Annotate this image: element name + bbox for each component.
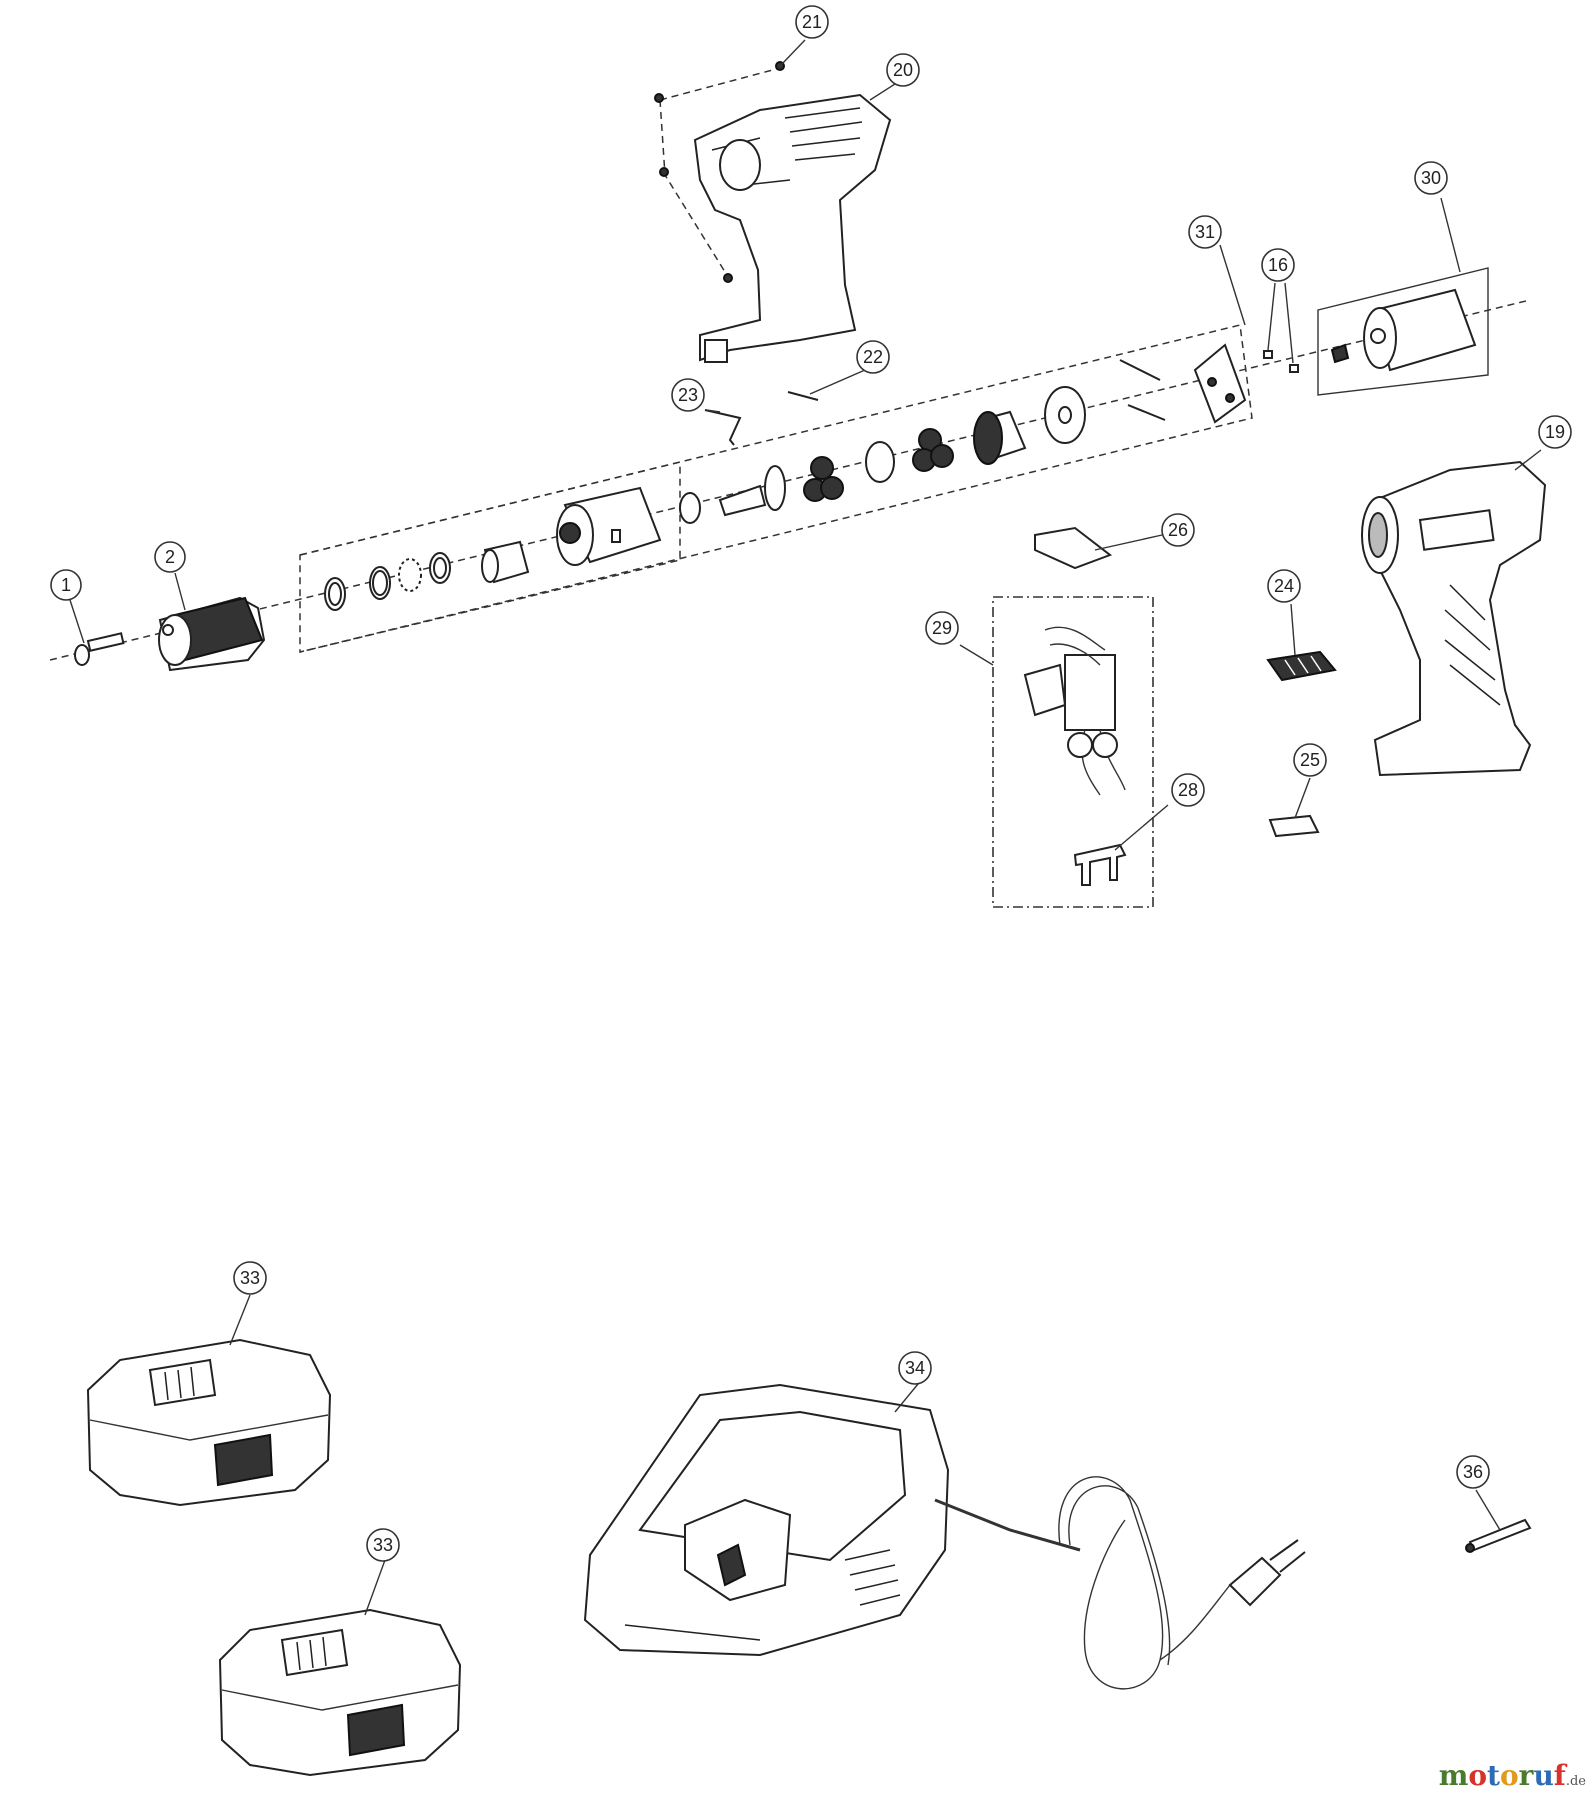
part-22-spring-pin <box>787 391 819 401</box>
gearbox-housing <box>556 486 662 566</box>
part-26-direction-switch <box>1034 526 1113 570</box>
callout-number: 21 <box>802 12 822 32</box>
part-30-motor <box>1330 288 1477 372</box>
callout-number: 23 <box>678 385 698 405</box>
callout-number: 2 <box>165 547 175 567</box>
callout-26: 26 <box>1161 513 1195 547</box>
leader-lines <box>69 39 1542 1616</box>
part-23-clip <box>704 409 742 446</box>
callout-30: 30 <box>1414 161 1448 195</box>
callout-number: 26 <box>1168 520 1188 540</box>
callout-number: 20 <box>893 60 913 80</box>
part-28-bracket <box>1073 843 1127 886</box>
watermark-letter: o <box>1468 1759 1488 1792</box>
part-2-keyless-chuck <box>158 596 266 672</box>
callout-20: 20 <box>886 53 920 87</box>
callout-36: 36 <box>1456 1455 1490 1489</box>
callout-number: 34 <box>905 1358 925 1378</box>
watermark-letter: m <box>1438 1759 1469 1792</box>
motor-group-outline <box>1317 267 1489 396</box>
watermark-letter: t <box>1487 1759 1500 1792</box>
motoruf-watermark-logo: motoruf.de <box>1439 1759 1586 1792</box>
part-16-screws <box>1263 350 1299 373</box>
part-33-battery-lower <box>218 1608 462 1777</box>
watermark-letter: o <box>1499 1759 1519 1792</box>
part-31-mounting-plate <box>1119 343 1247 424</box>
watermark-suffix: .de <box>1565 1774 1586 1789</box>
callout-number: 33 <box>373 1535 393 1555</box>
part-33-battery-upper <box>86 1338 332 1507</box>
callout-33-upper: 33 <box>233 1261 267 1295</box>
part-34-charger <box>583 1383 950 1657</box>
watermark-letter: r <box>1518 1759 1534 1792</box>
part-29-trigger-switch <box>1023 626 1126 796</box>
part-1-chuck-screw <box>74 632 125 666</box>
callout-23: 23 <box>671 378 705 412</box>
callout-25: 25 <box>1293 743 1327 777</box>
callout-1: 1 <box>50 569 82 601</box>
callout-31: 31 <box>1188 215 1222 249</box>
watermark-letter: f <box>1553 1759 1566 1792</box>
callout-number: 31 <box>1195 222 1215 242</box>
part-19-housing-assembled <box>1361 460 1547 777</box>
callout-21: 21 <box>795 5 829 39</box>
callout-number: 1 <box>61 575 71 595</box>
part-24-rubber-pad <box>1266 650 1337 682</box>
part-25-label <box>1268 814 1320 838</box>
callout-number: 28 <box>1178 780 1198 800</box>
callout-number: 30 <box>1421 168 1441 188</box>
part-20-housing-half <box>693 93 892 363</box>
gear-assembly-outline <box>299 324 1253 653</box>
callout-16: 16 <box>1261 248 1295 282</box>
callout-number: 22 <box>863 347 883 367</box>
callout-number: 33 <box>240 1268 260 1288</box>
callout-number: 19 <box>1545 422 1565 442</box>
main-assembly-axis <box>49 299 1531 661</box>
spindle-parts <box>679 386 1086 524</box>
callout-22: 22 <box>856 340 890 374</box>
callout-number: 16 <box>1268 255 1288 275</box>
callout-19: 19 <box>1538 415 1572 449</box>
gearbox-rings <box>324 540 530 611</box>
callout-24: 24 <box>1267 569 1301 603</box>
callout-number: 25 <box>1300 750 1320 770</box>
callout-29: 29 <box>925 611 959 645</box>
callout-33-lower: 33 <box>366 1528 400 1562</box>
gearbox-group-outline <box>299 461 681 653</box>
part-36-screwdriver-bit <box>1465 1518 1532 1553</box>
charger-power-cord <box>934 1476 1306 1690</box>
callout-34: 34 <box>898 1351 932 1385</box>
switch-group-outline <box>992 596 1154 908</box>
callout-number: 36 <box>1463 1462 1483 1482</box>
part-21-screws <box>654 61 785 283</box>
callout-number: 24 <box>1274 576 1294 596</box>
callout-2: 2 <box>154 541 186 573</box>
watermark-letter: u <box>1533 1759 1554 1792</box>
callout-28: 28 <box>1171 773 1205 807</box>
callout-number: 29 <box>932 618 952 638</box>
